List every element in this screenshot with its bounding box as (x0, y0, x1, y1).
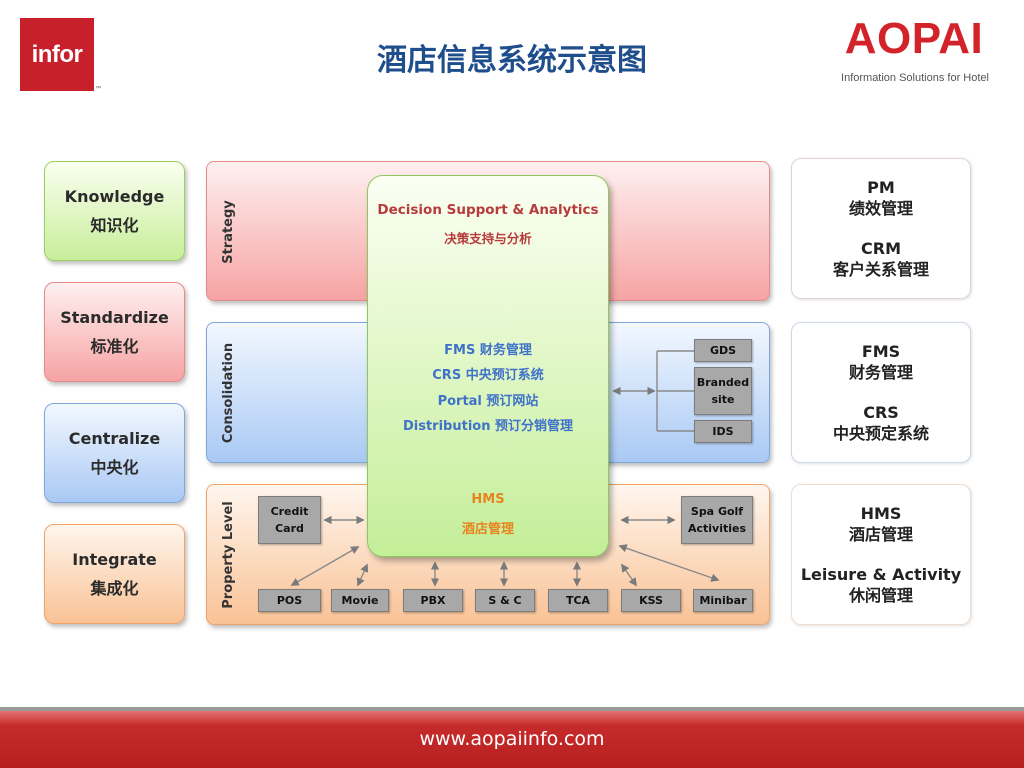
pm-crm-box (791, 158, 971, 299)
infor-logo: infor (20, 18, 94, 91)
standardize-label: Standardize (60, 308, 169, 327)
crs-right-label-cn: 中央预定系统 (832, 424, 929, 443)
centralize-label-cn: 中央化 (90, 458, 139, 477)
fms-label: FMS 财务管理 (444, 343, 532, 358)
distribution-label: Distribution 预订分销管理 (402, 419, 573, 434)
hms-leisure-box (791, 484, 971, 625)
kss-box: KSS (621, 589, 681, 612)
s-and-c-box: S & C (475, 589, 535, 612)
pm-label-cn: 绩效管理 (848, 199, 913, 218)
standardize-label-cn: 标准化 (90, 337, 139, 356)
knowledge-label-cn: 知识化 (90, 216, 139, 235)
footer-website-link[interactable]: www.aopaiinfo.com (419, 728, 605, 750)
portal-label: Portal 预订网站 (437, 394, 539, 409)
hms-right-label: HMS (860, 504, 902, 523)
hms-right-label-cn: 酒店管理 (848, 525, 913, 544)
knowledge-label: Knowledge (64, 187, 165, 206)
minibar-box: Minibar (693, 589, 753, 612)
page-title: 酒店信息系统示意图 (377, 43, 647, 78)
branded-site-box: Branded site (694, 367, 752, 415)
trademark-mark: ™ (95, 86, 101, 92)
aopai-logo: AOPAI (844, 14, 984, 63)
integrate-label: Integrate (72, 550, 157, 569)
hms-label-cn: 酒店管理 (461, 522, 514, 537)
fms-right-label-cn: 财务管理 (848, 363, 913, 382)
crs-label: CRS 中央预订系统 (432, 368, 544, 383)
knowledge-box: Knowledge 知识化 (44, 161, 185, 261)
dsa-label: Decision Support & Analytics (377, 202, 599, 218)
crm-label-cn: 客户关系管理 (832, 260, 929, 279)
dsa-label-cn: 决策支持与分析 (444, 231, 532, 246)
fms-crs-box (791, 322, 971, 463)
ids-box: IDS (694, 420, 752, 443)
spa-golf-activities-box: Spa Golf Activities (681, 496, 753, 544)
fms-right-label: FMS (861, 342, 901, 361)
credit-card-box: Credit Card (258, 496, 321, 544)
centralize-box: Centralize 中央化 (44, 403, 185, 503)
crm-label: CRM (861, 239, 901, 258)
centralize-label: Centralize (68, 429, 161, 448)
gds-box: GDS (694, 339, 752, 362)
footer-bar (0, 707, 1024, 768)
leisure-activity-label: Leisure & Activity (800, 565, 962, 584)
leisure-activity-label-cn: 休闲管理 (848, 586, 913, 605)
crs-right-label: CRS (863, 403, 899, 422)
pbx-box: PBX (403, 589, 463, 612)
hms-label: HMS (471, 492, 505, 507)
pos-box: POS (258, 589, 321, 612)
integrate-box: Integrate 集成化 (44, 524, 185, 624)
standardize-box: Standardize 标准化 (44, 282, 185, 382)
aopai-tagline: Information Solutions for Hotel (841, 72, 989, 84)
decision-support-core-box (367, 175, 609, 557)
pm-label: PM (867, 178, 895, 197)
integrate-label-cn: 集成化 (90, 579, 139, 598)
tca-box: TCA (548, 589, 608, 612)
movie-box: Movie (331, 589, 389, 612)
